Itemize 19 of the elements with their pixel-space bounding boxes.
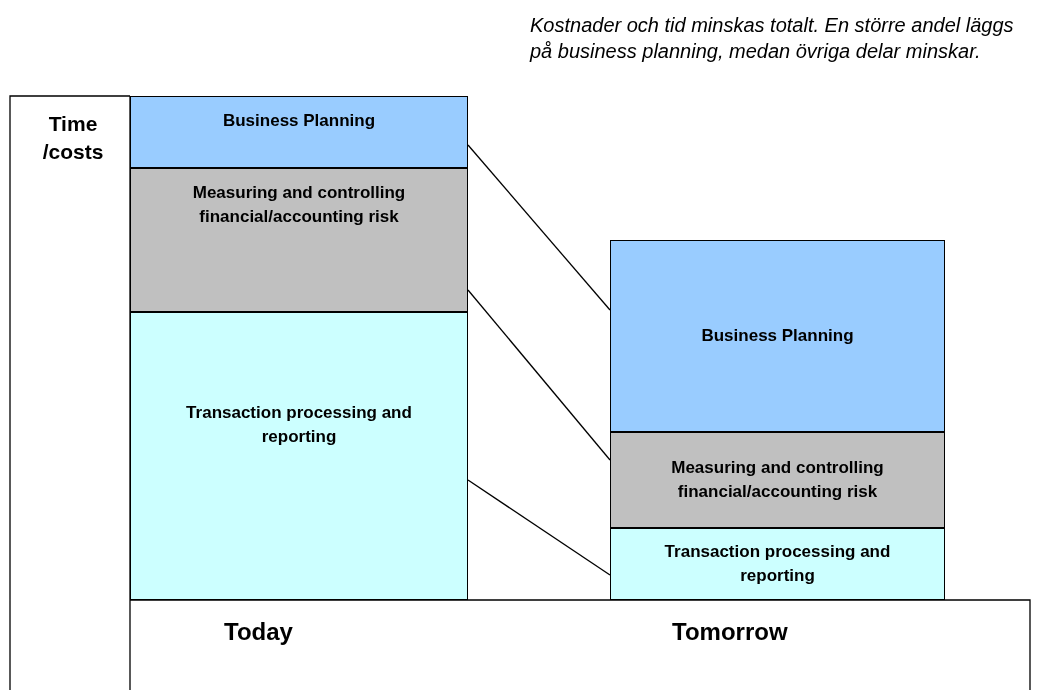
block-label: Transaction processing and reporting (185, 402, 413, 448)
block-label: Measuring and controlling financial/accounting risk (670, 457, 885, 503)
note-text: Kostnader och tid minskas totalt. En större andel läggs på business planning, medan övriga delar minskar. (530, 13, 1015, 64)
column-label: Today (224, 617, 293, 647)
connector-line (467, 289, 611, 461)
axis-label: Time /costs (41, 111, 105, 165)
cost-block (130, 168, 468, 312)
cost-block (610, 528, 945, 600)
cost-block (610, 240, 945, 432)
cost-block (130, 312, 468, 600)
block-label: Business Planning (701, 325, 854, 347)
block-label: Business Planning (222, 110, 376, 132)
block-label: Measuring and controlling financial/accounting risk (191, 182, 407, 228)
connector-line (467, 144, 611, 311)
block-label: Transaction processing and reporting (663, 541, 892, 587)
connector-line (467, 479, 611, 576)
column-label: Tomorrow (672, 617, 788, 647)
cost-block (610, 432, 945, 528)
cost-block (130, 96, 468, 168)
